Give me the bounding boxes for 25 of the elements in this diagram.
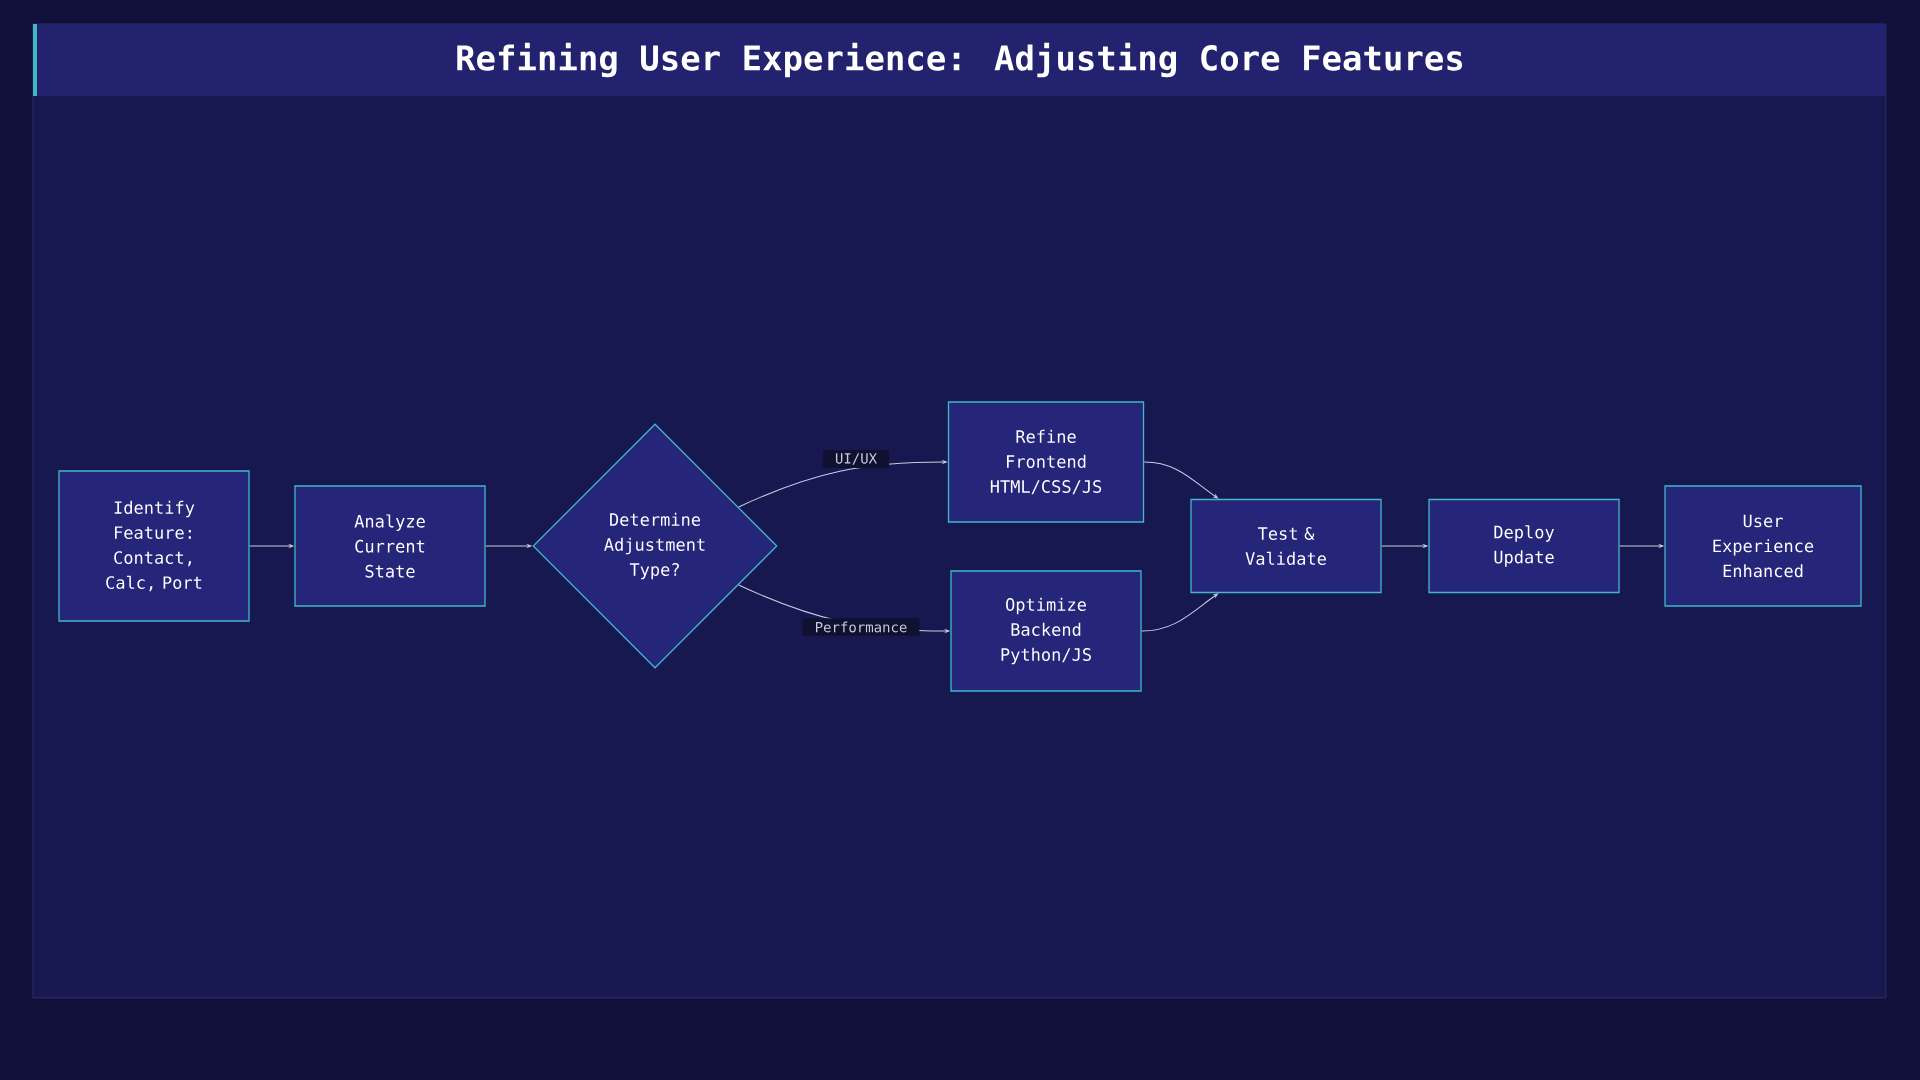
node-text: Analyze Current State xyxy=(354,514,425,578)
node-text: User Experience Enhanced xyxy=(1713,514,1814,578)
edge-label: Performance xyxy=(802,618,920,636)
arrow xyxy=(1619,544,1664,548)
arrow xyxy=(1381,544,1428,548)
arrow xyxy=(485,544,532,548)
arrow xyxy=(1143,461,1219,499)
process-box xyxy=(294,485,486,607)
node-text: Optimize Backend Python/JS xyxy=(1001,597,1091,665)
arrow xyxy=(249,544,294,548)
arrow xyxy=(1141,593,1218,632)
decision-diamond xyxy=(532,423,778,669)
node-text: Refine Frontend HTML/CSS/JS xyxy=(990,429,1102,495)
process-box xyxy=(947,401,1145,523)
node-text: Test & Validate xyxy=(1245,527,1326,565)
title: Refining User Experience: Adjusting Core Features xyxy=(457,42,1463,78)
process-box xyxy=(1190,498,1382,594)
process-box xyxy=(950,570,1142,692)
process-box xyxy=(1428,498,1620,594)
node-text: Deploy Update xyxy=(1494,525,1555,567)
node-text: Identify Feature: Contact, Calc, Port xyxy=(106,500,202,592)
arrow xyxy=(738,460,947,508)
node-text: Determine Adjustment Type? xyxy=(604,512,705,580)
process-box xyxy=(1664,485,1862,607)
process-box xyxy=(58,470,250,622)
